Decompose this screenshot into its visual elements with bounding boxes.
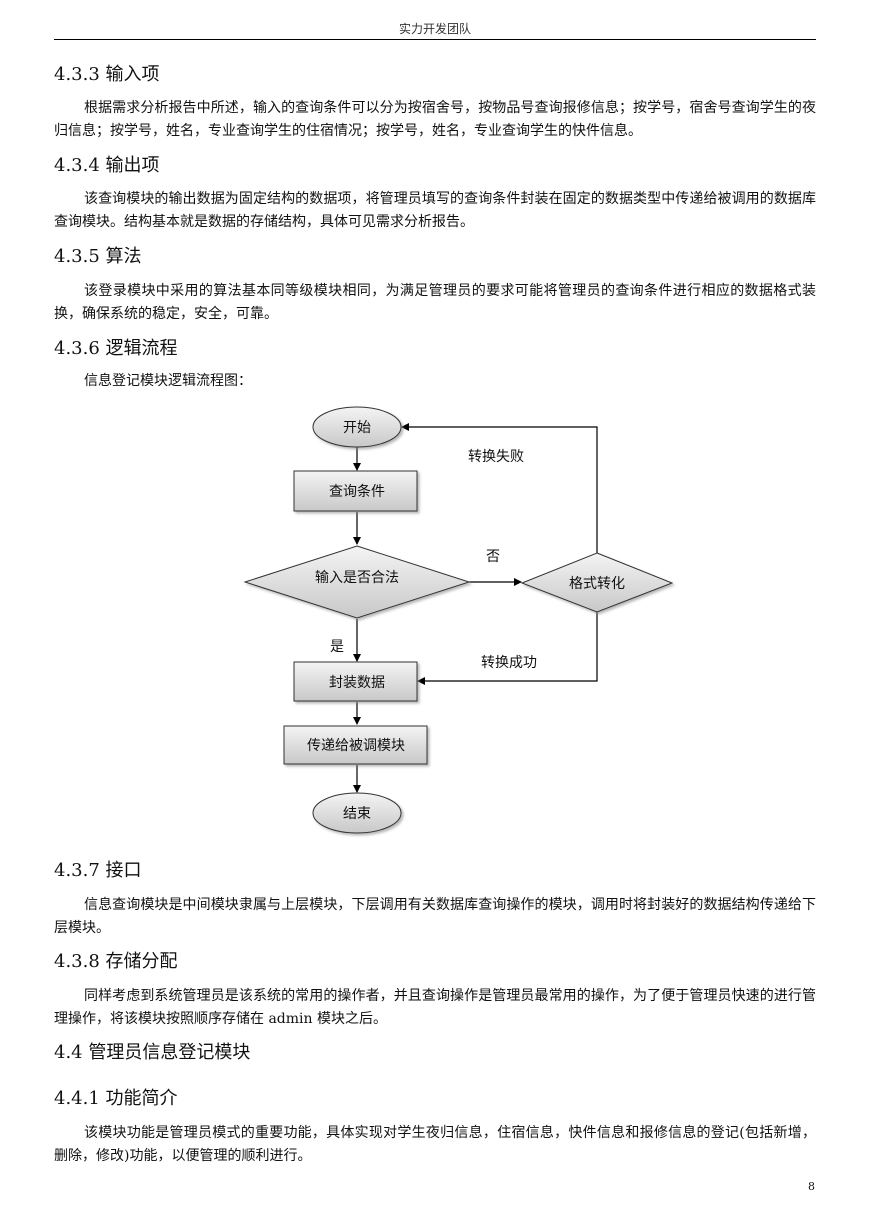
flow-check-label: 输入是否合法 <box>315 570 399 586</box>
section-4-3-7-title: 4.3.7 接口 <box>54 860 142 881</box>
section-4-3-4-title: 4.3.4 输出项 <box>54 155 160 176</box>
flow-pass-box <box>283 725 428 765</box>
flow-success-edge-label: 转换成功 <box>481 654 537 671</box>
section-4-3-8-title: 4.3.8 存储分配 <box>54 951 178 972</box>
flow-yes-edge-label: 是 <box>330 639 344 655</box>
arrow-convert-fail-to-start <box>401 423 598 553</box>
flow-convert-diamond <box>520 552 674 613</box>
flow-end-label: 结束 <box>343 806 371 822</box>
flow-start-label: 开始 <box>343 420 371 436</box>
section-4-3-5-body: 该登录模块中采用的算法基本同等级模块相同，为满足管理员的要求可能将管理员的查询条… <box>54 283 816 322</box>
flow-check-diamond <box>243 545 471 619</box>
flow-no-edge-label: 否 <box>486 549 500 565</box>
flow-query-label: 查询条件 <box>329 483 385 500</box>
flow-convert-label: 格式转化 <box>569 576 625 592</box>
flow-end-node <box>312 792 402 834</box>
arrow-convert-success-to-pack <box>417 612 598 685</box>
section-4-3-4-body: 该查询模块的输出数据为固定结构的数据项，将管理员填写的查询条件封装在固定的数据类… <box>54 191 816 230</box>
section-4-3-8-body: 同样考虑到系统管理员是该系统的常用的操作者，并且查询操作是管理员最常用的操作，为… <box>54 988 816 1027</box>
section-4-3-3-title: 4.3.3 输入项 <box>54 64 160 85</box>
flow-start-node <box>312 406 402 448</box>
section-4-4-1-title: 4.4.1 功能简介 <box>54 1088 178 1109</box>
section-4-3-5-title: 4.3.5 算法 <box>54 246 142 267</box>
flow-pass-label: 传递给被调模块 <box>307 738 405 754</box>
page-number: 8 <box>808 1180 815 1193</box>
flow-query-box <box>293 470 418 512</box>
flow-pack-label: 封装数据 <box>329 675 385 691</box>
page-header: 实力开发团队 <box>54 20 816 40</box>
section-4-3-7-body: 信息查询模块是中间模块隶属与上层模块，下层调用有关数据库查询操作的模块，调用时将… <box>54 897 816 936</box>
flow-pack-box <box>293 661 418 702</box>
section-4-3-6-title: 4.3.6 逻辑流程 <box>54 338 178 359</box>
section-4-4-1-body: 该模块功能是管理员模式的重要功能，具体实现对学生夜归信息，住宿信息，快件信息和报… <box>54 1125 816 1164</box>
section-4-4-title: 4.4 管理员信息登记模块 <box>54 1042 251 1063</box>
section-4-3-3-body: 根据需求分析报告中所述，输入的查询条件可以分为按宿舍号，按物品号查询报修信息；按… <box>54 100 816 139</box>
flow-fail-edge-label: 转换失败 <box>468 448 524 465</box>
flowchart-intro: 信息登记模块逻辑流程图： <box>84 373 252 389</box>
